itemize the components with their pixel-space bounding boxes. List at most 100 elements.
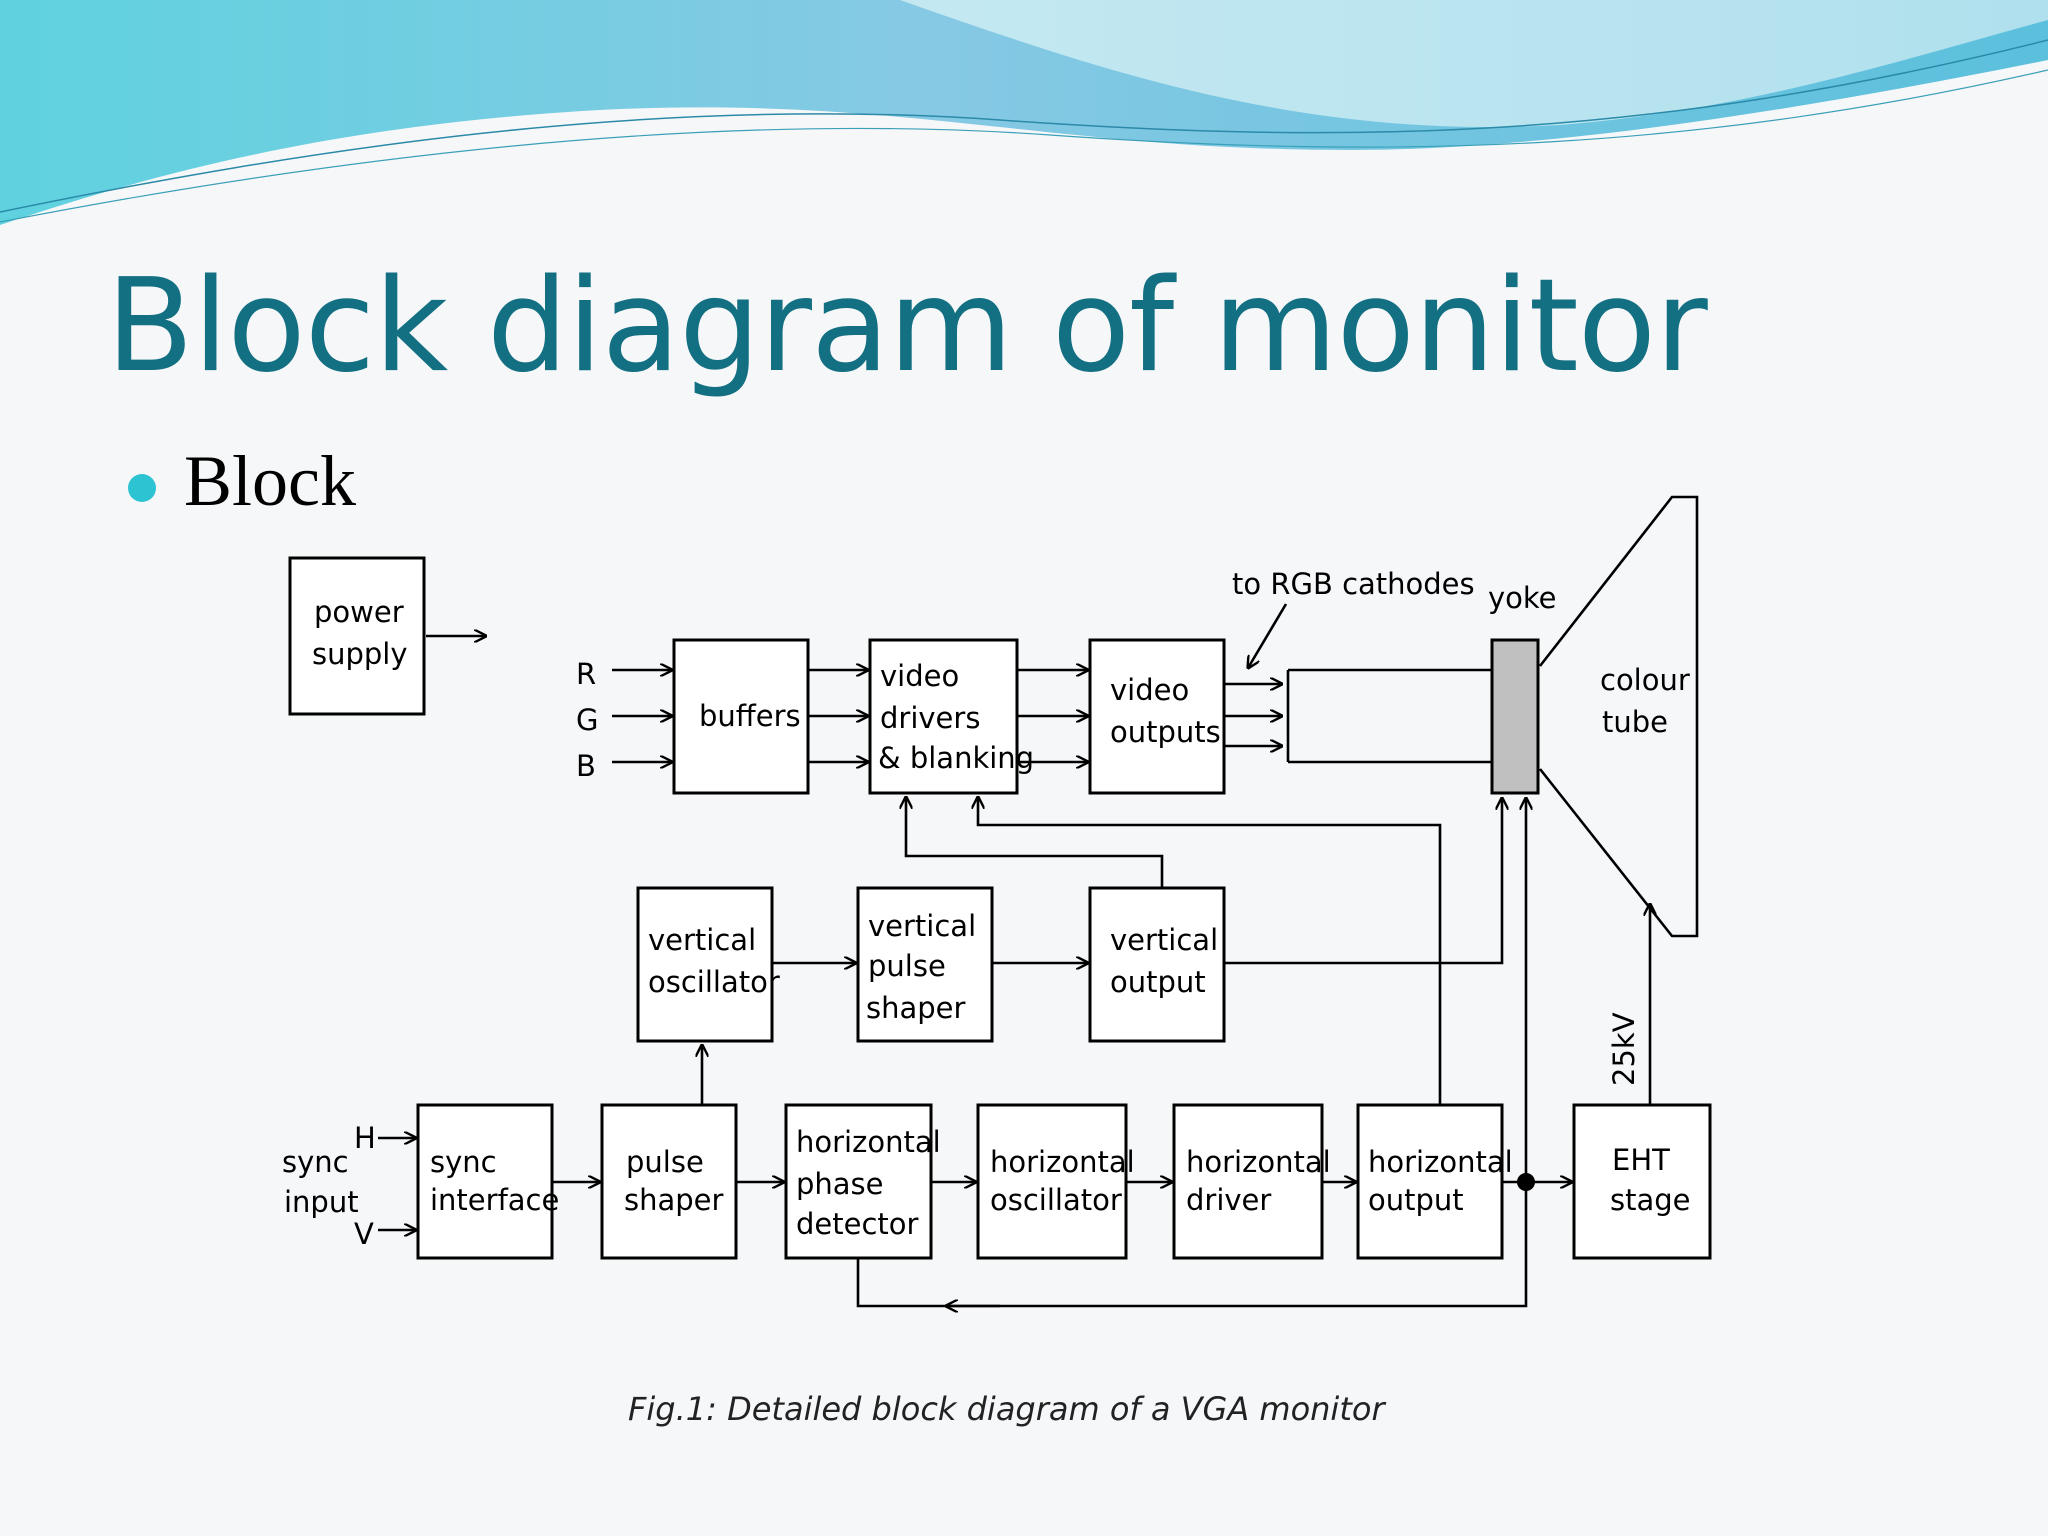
bullet-dot-icon <box>128 474 156 502</box>
svg-text:detector: detector <box>796 1207 919 1241</box>
svg-text:& blanking: & blanking <box>878 741 1034 775</box>
vertical-output-line-1: vertical <box>1110 923 1218 957</box>
video-outputs-line-2: outputs <box>1110 715 1221 749</box>
svg-text:colour: colour <box>1600 663 1690 697</box>
video-outputs-line-1: video <box>1110 673 1189 707</box>
label-v: V <box>354 1217 374 1251</box>
power-supply-line-2: supply <box>312 637 408 671</box>
block-eht-stage: EHT stage <box>1572 1103 1712 1260</box>
svg-text:supply: supply <box>312 637 408 671</box>
svg-text:drivers: drivers <box>880 701 980 735</box>
vertical-pulse-shaper-line-3: shaper <box>866 991 966 1025</box>
eht-stage-line-1: EHT <box>1612 1143 1670 1177</box>
label-eht-voltage: 25kV <box>1607 1012 1641 1086</box>
label-g: G <box>576 703 598 737</box>
sync-interface-line-1: sync <box>430 1145 497 1179</box>
svg-text:B: B <box>576 749 596 783</box>
horizontal-phase-detector-line-2: phase <box>796 1167 884 1201</box>
svg-text:yoke: yoke <box>1488 581 1557 615</box>
block-pulse-shaper: pulse shaper <box>600 1103 738 1260</box>
svg-text:horizontal: horizontal <box>1368 1145 1513 1179</box>
block-power-supply: power supply <box>288 556 426 716</box>
label-r: R <box>576 657 596 691</box>
label-h: H <box>354 1121 376 1155</box>
svg-text:vertical: vertical <box>868 909 976 943</box>
pulse-shaper-line-1: pulse <box>626 1145 704 1179</box>
svg-text:power: power <box>314 595 404 629</box>
svg-text:sync: sync <box>282 1145 349 1179</box>
vertical-output-line-2: output <box>1110 965 1206 999</box>
label-to-rgb-cathodes: to RGB cathodes <box>1232 567 1475 601</box>
label-sync-input-line-1: sync <box>282 1145 349 1179</box>
svg-text:to RGB cathodes: to RGB cathodes <box>1232 567 1475 601</box>
svg-text:phase: phase <box>796 1167 884 1201</box>
svg-text:G: G <box>576 703 598 737</box>
svg-text:shaper: shaper <box>866 991 966 1025</box>
horizontal-output-line-1: horizontal <box>1368 1145 1513 1179</box>
svg-text:H: H <box>354 1121 376 1155</box>
svg-text:25kV: 25kV <box>1607 1012 1641 1086</box>
yoke-element <box>1490 638 1540 795</box>
block-vertical-oscillator: vertical oscillator <box>636 886 780 1043</box>
buffers-label: buffers <box>699 699 801 733</box>
svg-text:video: video <box>880 659 959 693</box>
block-horizontal-oscillator: horizontal oscillator <box>976 1103 1135 1260</box>
pulse-shaper-line-2: shaper <box>624 1183 724 1217</box>
block-video-outputs: video outputs <box>1088 638 1226 795</box>
svg-text:V: V <box>354 1217 374 1251</box>
svg-text:tube: tube <box>1602 705 1668 739</box>
figure-caption: Fig.1: Detailed block diagram of a VGA m… <box>628 1390 1386 1428</box>
block-sync-interface: sync interface <box>416 1103 559 1260</box>
svg-text:video: video <box>1110 673 1189 707</box>
vertical-oscillator-line-1: vertical <box>648 923 756 957</box>
svg-text:input: input <box>284 1185 359 1219</box>
block-vertical-pulse-shaper: vertical pulse shaper <box>856 886 994 1043</box>
svg-text:EHT: EHT <box>1612 1143 1670 1177</box>
svg-text:buffers: buffers <box>699 699 801 733</box>
svg-text:Fig.1: Detailed block diagram: Fig.1: Detailed block diagram of a VGA m… <box>628 1390 1386 1428</box>
svg-text:pulse: pulse <box>868 949 946 983</box>
slide-title: Block diagram of monitor <box>106 252 1708 401</box>
horizontal-output-line-2: output <box>1368 1183 1464 1217</box>
horizontal-oscillator-line-2: oscillator <box>990 1183 1122 1217</box>
svg-text:shaper: shaper <box>624 1183 724 1217</box>
vertical-oscillator-line-2: oscillator <box>648 965 780 999</box>
eht-stage-line-2: stage <box>1610 1183 1691 1217</box>
svg-text:horizontal: horizontal <box>1186 1145 1331 1179</box>
svg-text:outputs: outputs <box>1110 715 1221 749</box>
sync-interface-line-2: interface <box>430 1183 559 1217</box>
horizontal-oscillator-line-1: horizontal <box>990 1145 1135 1179</box>
block-vertical-output: vertical output <box>1088 886 1226 1043</box>
label-sync-input-line-2: input <box>284 1185 359 1219</box>
video-drivers-line-3: & blanking <box>878 741 1034 775</box>
block-horizontal-phase-detector: horizontal phase detector <box>784 1103 941 1260</box>
svg-text:horizontal: horizontal <box>796 1125 941 1159</box>
svg-text:pulse: pulse <box>626 1145 704 1179</box>
connection-wires <box>378 603 1650 1306</box>
block-horizontal-output: horizontal output <box>1356 1103 1513 1260</box>
horizontal-phase-detector-line-1: horizontal <box>796 1125 941 1159</box>
label-yoke: yoke <box>1488 581 1557 615</box>
video-drivers-line-1: video <box>880 659 959 693</box>
svg-text:R: R <box>576 657 596 691</box>
power-supply-line-1: power <box>314 595 404 629</box>
svg-text:interface: interface <box>430 1183 559 1217</box>
svg-text:vertical: vertical <box>1110 923 1218 957</box>
bullet-text: Block <box>184 441 356 521</box>
svg-text:sync: sync <box>430 1145 497 1179</box>
horizontal-phase-detector-line-3: detector <box>796 1207 919 1241</box>
svg-text:oscillator: oscillator <box>990 1183 1122 1217</box>
colour-tube-line-2: tube <box>1602 705 1668 739</box>
svg-text:driver: driver <box>1186 1183 1271 1217</box>
label-b: B <box>576 749 596 783</box>
svg-text:horizontal: horizontal <box>990 1145 1135 1179</box>
block-horizontal-driver: horizontal driver <box>1172 1103 1331 1260</box>
vertical-pulse-shaper-line-1: vertical <box>868 909 976 943</box>
header-wave-decoration <box>0 0 2048 225</box>
junction-dot <box>1517 1173 1535 1191</box>
vertical-pulse-shaper-line-2: pulse <box>868 949 946 983</box>
colour-tube-line-1: colour <box>1600 663 1690 697</box>
svg-text:output: output <box>1368 1183 1464 1217</box>
block-buffers: buffers <box>672 638 810 795</box>
